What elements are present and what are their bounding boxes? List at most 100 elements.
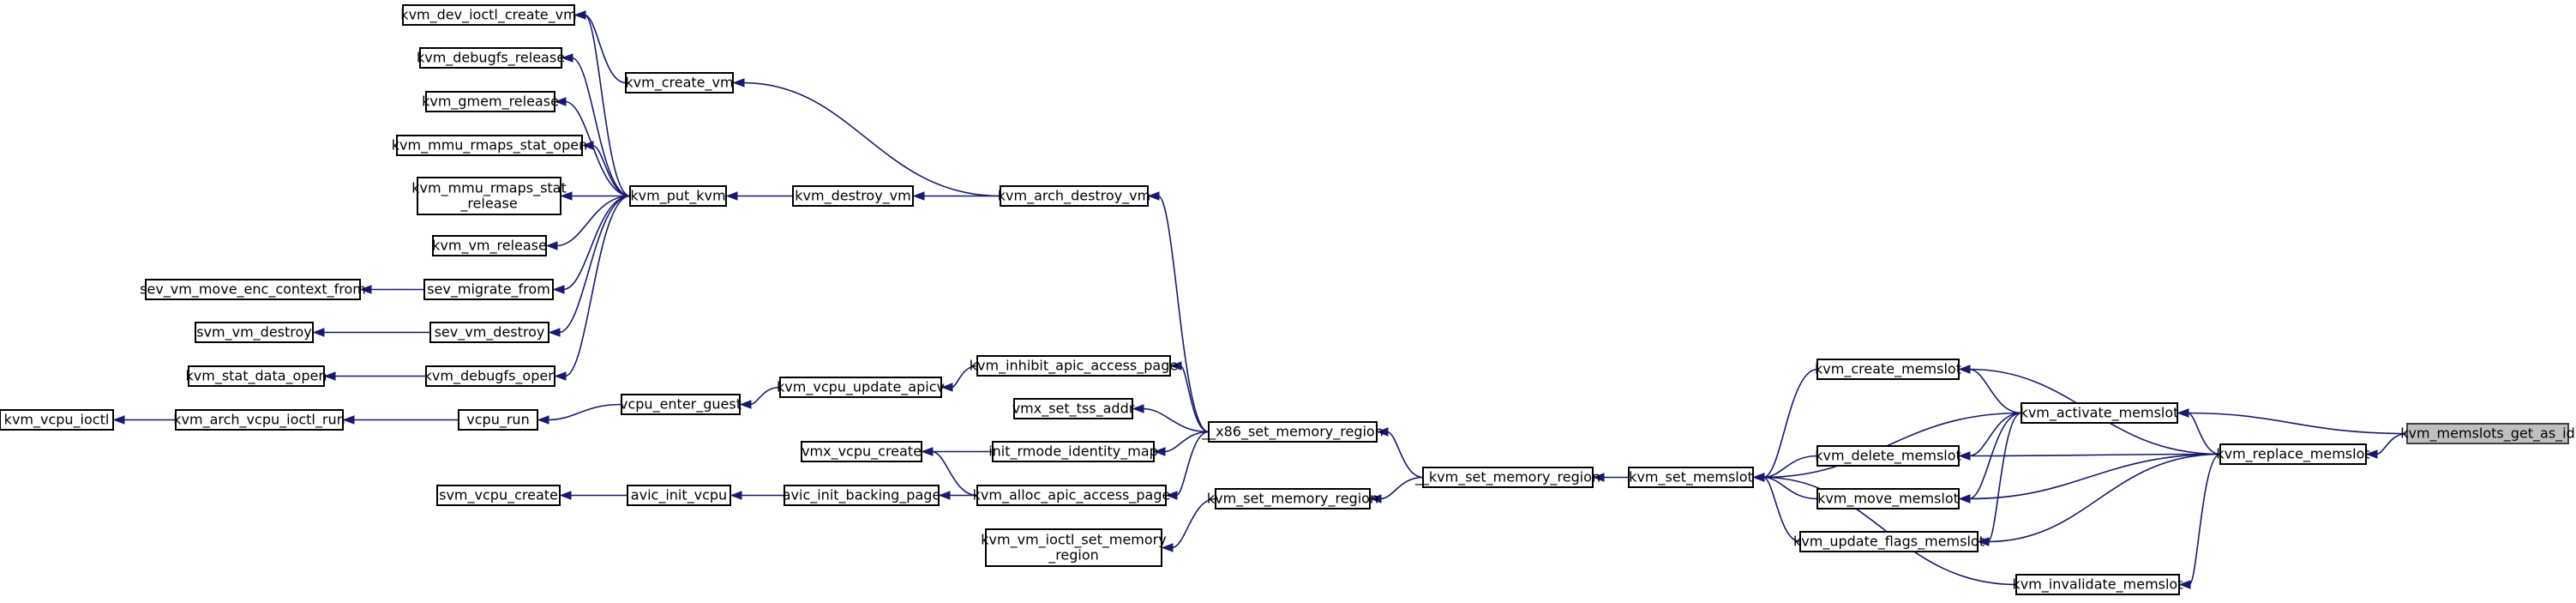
function-node-kvm-move-memslot[interactable]: kvm_move_memslot [1816, 488, 1960, 510]
function-node-sev-migrate-from[interactable]: sev_migrate_from [423, 279, 554, 300]
edge-arrowhead [554, 371, 567, 381]
function-node-kvm-vm-release[interactable]: kvm_vm_release [432, 235, 547, 256]
node-box [0, 409, 114, 431]
edge-arrowhead [548, 328, 561, 337]
node-label: kvm_delete_memslot [1815, 448, 1961, 465]
edge-arrowhead [921, 447, 934, 456]
call-edge [1175, 431, 1210, 497]
function-node-kvm-debugfs-release[interactable]: kvm_debugfs_release [417, 47, 565, 69]
edge-arrowhead [342, 415, 355, 425]
node-box [1816, 445, 1960, 467]
node-label: kvm_vm_release [432, 238, 547, 255]
function-node-kvm-set-memslot[interactable]: kvm_set_memslot [1628, 467, 1754, 488]
function-node-svm-vcpu-create[interactable]: svm_vcpu_create [436, 485, 561, 506]
call-edge [1968, 453, 2221, 457]
node-box [175, 409, 344, 431]
node-label: kvm_alloc_apic_access_page [973, 487, 1171, 504]
node-box [976, 485, 1167, 506]
function-node-vcpu-enter-guest[interactable]: vcpu_enter_guest [620, 394, 742, 415]
node-box [629, 185, 727, 207]
function-node-avic-init-vcpu[interactable]: avic_init_vcpu [627, 485, 731, 506]
edge-arrowhead [2178, 580, 2191, 589]
node-label: kvm_set_memslot [1629, 469, 1753, 486]
node-label: kvm_memslots_get_as_id [2400, 425, 2575, 443]
node-box [402, 4, 575, 26]
function-node-kvm-set-memory-region[interactable]: __kvm_set_memory_region [1414, 467, 1600, 488]
node-box [992, 441, 1155, 462]
function-node-kvm-gmem-release[interactable]: kvm_gmem_release [422, 91, 559, 112]
function-node-kvm-alloc-apic-access-page[interactable]: kvm_alloc_apic_access_page [973, 485, 1171, 506]
function-node-kvm-put-kvm[interactable]: kvm_put_kvm [629, 185, 727, 207]
call-edge [1987, 412, 2022, 543]
function-node-kvm-create-memslot[interactable]: kvm_create_memslot [1815, 359, 1961, 380]
nodes-layer: kvm_memslots_get_as_id kvm_activate_memsl… [0, 4, 2575, 595]
call-edge [931, 450, 978, 497]
function-node-kvm-vm-ioctl-set-memory-region[interactable]: kvm_vm_ioctl_set_memory_region [981, 528, 1167, 567]
node-label: kvm_replace_memslot [2216, 446, 2369, 463]
node-box [976, 355, 1171, 377]
node-label: kvm_inhibit_apic_access_page [970, 358, 1178, 375]
edge-arrowhead [1752, 473, 1765, 482]
function-node-kvm-debugfs-open[interactable]: kvm_debugfs_open [424, 365, 557, 387]
function-node-kvm-mmu-rmaps-stat-release[interactable]: kvm_mmu_rmaps_stat_release [411, 177, 567, 215]
function-node-kvm-vcpu-update-apicv[interactable]: kvm_vcpu_update_apicv [777, 377, 945, 398]
function-node-kvm-stat-data-open[interactable]: kvm_stat_data_open [186, 365, 327, 387]
call-edge [1171, 497, 1216, 549]
function-node-vcpu-run[interactable]: vcpu_run [458, 409, 538, 431]
function-node-x86-set-memory-region[interactable]: __x86_set_memory_region [1201, 421, 1384, 443]
node-box [425, 365, 555, 387]
function-node-kvm-mmu-rmaps-stat-open[interactable]: kvm_mmu_rmaps_stat_open [392, 135, 587, 156]
node-box [1628, 467, 1754, 488]
edge-arrowhead [730, 491, 742, 500]
call-edge [951, 365, 978, 389]
function-node-kvm-arch-destroy-vm[interactable]: kvm_arch_destroy_vm [998, 185, 1150, 207]
function-node-kvm-arch-vcpu-ioctl-run[interactable]: kvm_arch_vcpu_ioctl_run [173, 409, 345, 431]
node-box [1816, 359, 1960, 380]
function-node-kvm-memslots-get-as-id[interactable]: kvm_memslots_get_as_id [2400, 423, 2575, 444]
function-node-kvm-vcpu-ioctl[interactable]: kvm_vcpu_ioctl [0, 409, 114, 431]
node-box [792, 185, 914, 207]
node-box [625, 72, 734, 93]
edge-arrowhead [359, 285, 372, 294]
node-box [2406, 423, 2569, 444]
node-label: kvm_debugfs_open [424, 368, 557, 385]
function-node-kvm-dev-ioctl-create-vm[interactable]: kvm_dev_ioctl_create_vm [400, 4, 577, 26]
call-edge [2187, 412, 2408, 435]
function-node-sev-vm-move-enc-context-from[interactable]: sev_vm_move_enc_context_from [140, 279, 366, 300]
function-node-kvm-replace-memslot[interactable]: kvm_replace_memslot [2216, 443, 2370, 465]
function-node-kvm-create-vm[interactable]: kvm_create_vm [625, 72, 734, 93]
edge-arrowhead [938, 491, 951, 500]
function-node-kvm-set-memory-region[interactable]: kvm_set_memory_region [1207, 488, 1378, 510]
function-node-vmx-vcpu-create[interactable]: vmx_vcpu_create [801, 441, 922, 462]
call-edge [742, 81, 1001, 197]
function-node-kvm-delete-memslot[interactable]: kvm_delete_memslot [1815, 445, 1961, 467]
function-node-kvm-update-flags-memslot[interactable]: kvm_update_flags_memslot [1793, 531, 1985, 552]
node-label: kvm_mmu_rmaps_stat [411, 180, 567, 197]
node-label: vmx_vcpu_create [802, 443, 922, 461]
function-node-init-rmode-identity-map[interactable]: init_rmode_identity_map [988, 441, 1158, 462]
function-node-vmx-set-tss-addr[interactable]: vmx_set_tss_addr [1012, 398, 1135, 419]
edge-arrowhead [1132, 404, 1144, 413]
node-box [1215, 488, 1371, 510]
edge-arrowhead [732, 78, 745, 87]
function-node-kvm-destroy-vm[interactable]: kvm_destroy_vm [792, 185, 914, 207]
function-node-avic-init-backing-page[interactable]: avic_init_backing_page [783, 485, 941, 506]
node-box [1000, 185, 1149, 207]
function-node-kvm-activate-memslot[interactable]: kvm_activate_memslot [2021, 402, 2179, 424]
node-box [396, 135, 583, 156]
edge-arrowhead [1161, 543, 1174, 552]
node-label: svm_vcpu_create [439, 487, 558, 504]
edge-arrowhead [112, 415, 125, 425]
node-label: kvm_debugfs_release [417, 50, 565, 67]
function-node-sev-vm-destroy[interactable]: sev_vm_destroy [429, 322, 549, 343]
call-edge [1142, 407, 1210, 433]
function-node-kvm-inhibit-apic-access-page[interactable]: kvm_inhibit_apic_access_page [970, 355, 1178, 377]
node-label: kvm_gmem_release [422, 93, 559, 111]
edge-arrowhead [1376, 427, 1389, 437]
function-node-svm-vm-destroy[interactable]: svm_vm_destroy [195, 322, 314, 343]
edge-arrowhead [552, 285, 565, 294]
edge-arrowhead [559, 491, 572, 500]
function-node-kvm-invalidate-memslot[interactable]: kvm_invalidate_memslot [2012, 574, 2183, 595]
node-box [627, 485, 731, 506]
